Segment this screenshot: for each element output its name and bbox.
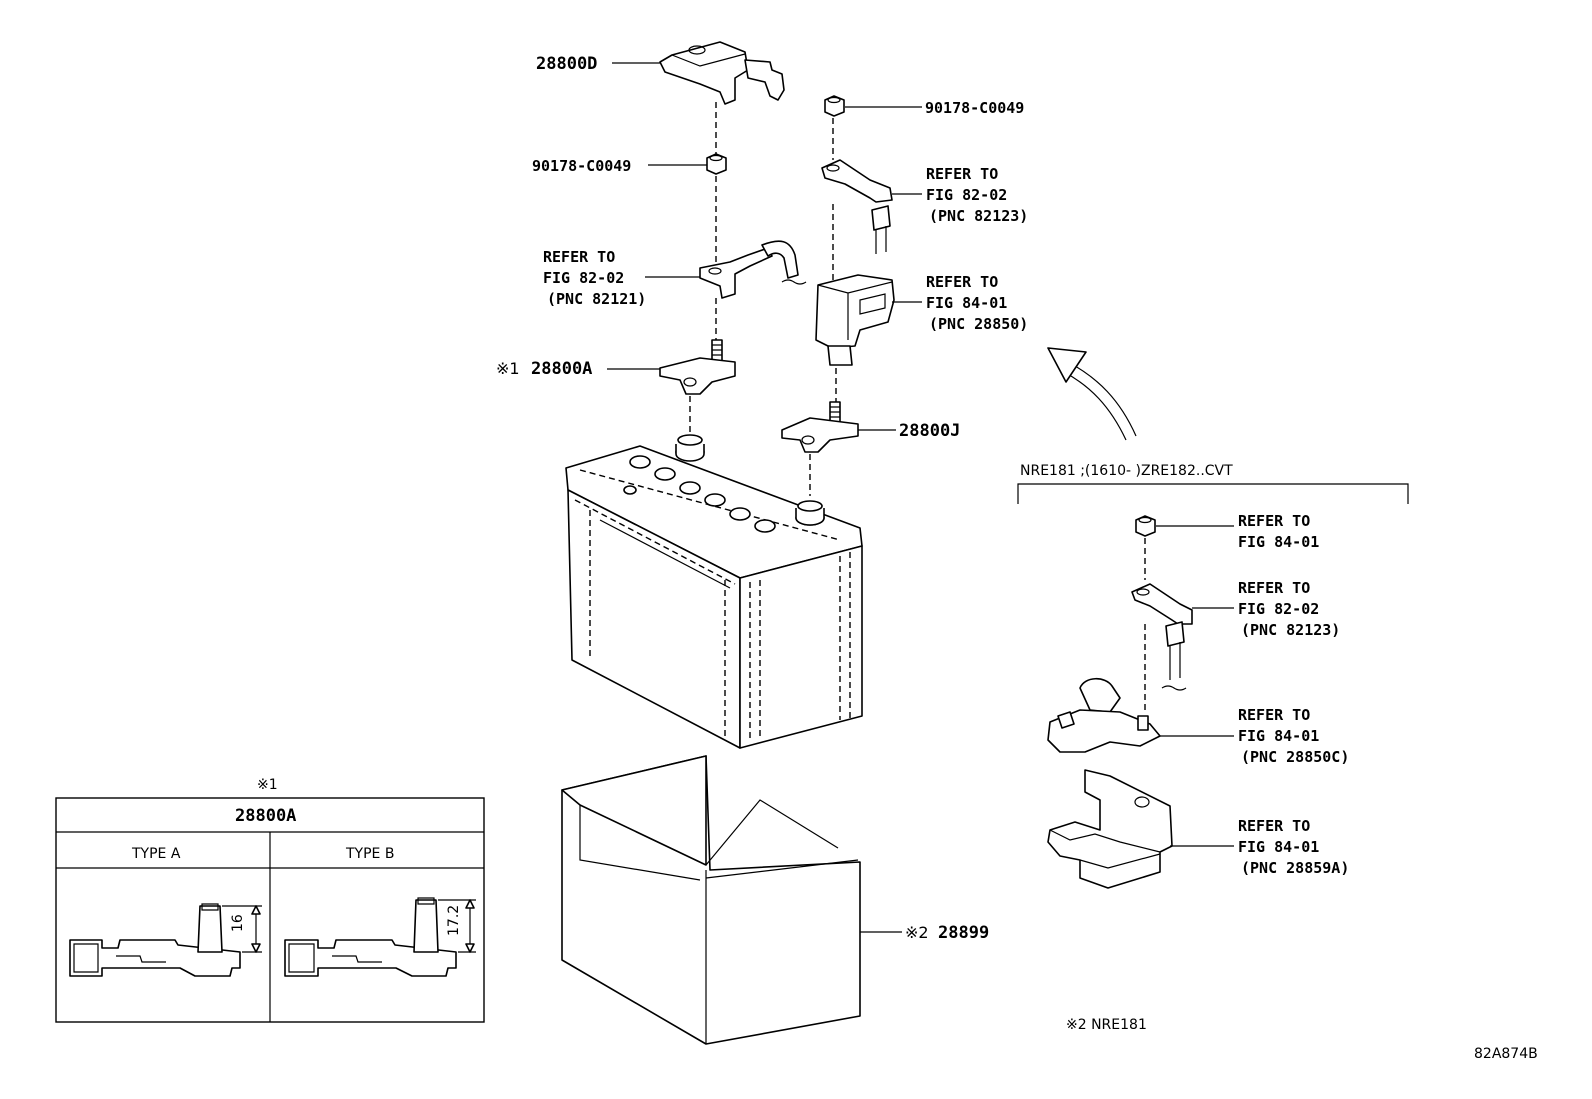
refer-a-line1: REFER TO [926,165,998,183]
variant-refer3-line2: FIG 84-01 [1238,727,1319,745]
label-28899: 28899 [938,923,989,943]
note-2: ※2 NRE181 [1066,1017,1147,1033]
terminal-a-mark: ※1 [496,359,520,378]
type-table [55,797,485,1023]
label-nut-top-right: 90178-C0049 [925,99,1024,117]
variant-refer1-line2: FIG 84-01 [1238,533,1319,551]
variant-refer4-line3: (PNC 28859A) [1241,859,1349,877]
fuse-box-28850 [815,274,895,366]
variant-nut [1135,515,1156,537]
cable-82123 [821,159,893,254]
figure-id: 82A874B [1474,1046,1538,1062]
variant-cable-82123 [1131,583,1193,691]
dim-b: 17.2 [446,905,462,936]
variant-header: NRE181 ;(1610- )ZRE182..CVT [1020,463,1233,479]
type-b-terminal [284,897,476,977]
variant-refer3-line3: (PNC 28850C) [1241,748,1349,766]
refer-a-line2: FIG 82-02 [926,186,1007,204]
label-28800d: 28800D [536,54,597,74]
label-nut-left: 90178-C0049 [532,157,631,175]
refer-a-line3: (PNC 82123) [929,207,1028,225]
nut-left [706,153,727,175]
cable-terminal-82121 [699,240,807,299]
terminal-cover-28800d [659,41,785,105]
variant-refer4-line1: REFER TO [1238,817,1310,835]
label-28800j: 28800J [899,421,960,441]
type-a-terminal [69,903,262,977]
variant-refer2-line3: (PNC 82123) [1241,621,1340,639]
variant-arrow [1047,347,1137,441]
refer-b-line3: (PNC 82121) [547,290,646,308]
variant-refer4-line2: FIG 84-01 [1238,838,1319,856]
battery [565,434,863,749]
refer-b-line2: FIG 82-02 [543,269,624,287]
type-table-title: 28800A [235,806,296,826]
refer-c-line1: REFER TO [926,273,998,291]
type-table-col-b: TYPE B [345,846,394,862]
type-table-col-a: TYPE A [131,846,181,862]
variant-bracket [1017,483,1409,504]
variant-refer3-line1: REFER TO [1238,706,1310,724]
type-table-note: ※1 [257,777,278,793]
refer-b-line1: REFER TO [543,248,615,266]
variant-refer1-line1: REFER TO [1238,512,1310,530]
dim-a: 16 [230,914,246,932]
variant-refer2-line2: FIG 82-02 [1238,600,1319,618]
terminal-28800j [781,401,859,453]
nut-top-right [824,95,845,117]
terminal-28800a [659,339,736,395]
variant-refer2-line1: REFER TO [1238,579,1310,597]
refer-c-line2: FIG 84-01 [926,294,1007,312]
label-28800a: 28800A [531,359,592,379]
refer-c-line3: (PNC 28850) [929,315,1028,333]
variant-terminal-28850c [1047,677,1161,753]
variant-bracket-28859a [1047,769,1173,889]
tray-mark: ※2 [905,923,929,942]
battery-tray-28899 [561,755,861,1045]
